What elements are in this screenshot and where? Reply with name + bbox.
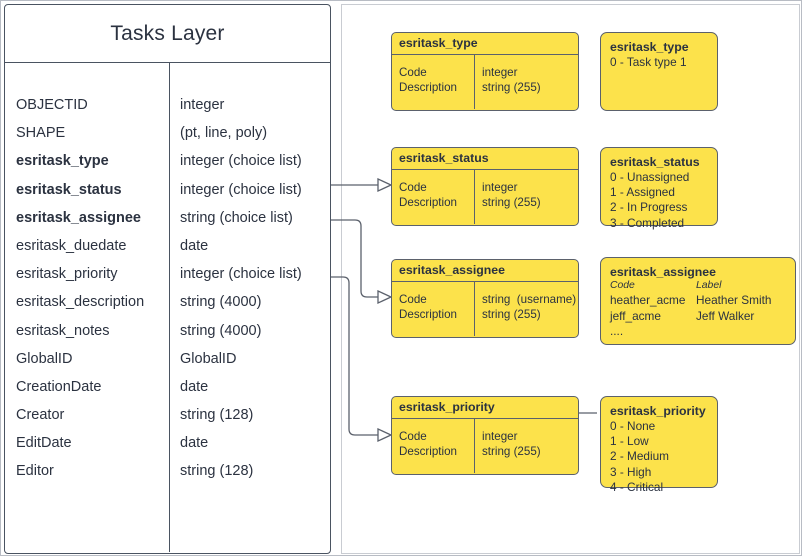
- field-name: Creator: [16, 407, 65, 424]
- field-row-editdate[interactable]: EditDate date: [5, 435, 330, 463]
- domain-field-names: Code Description: [399, 430, 457, 459]
- domain-box-title: esritask_priority: [392, 397, 578, 419]
- value-list-ellipsis: ....: [610, 324, 624, 339]
- field-row-editor[interactable]: Editor string (128): [5, 463, 330, 491]
- field-row-esritask-assignee[interactable]: esritask_assignee string (choice list): [5, 210, 330, 238]
- field-type: GlobalID: [180, 350, 237, 367]
- value-list-item: 0 - None: [610, 419, 656, 433]
- value-list-title: esritask_assignee: [610, 265, 716, 279]
- value-list-item: 1 - Assigned: [610, 185, 675, 200]
- field-type: integer (choice list): [180, 266, 302, 283]
- domain-column-divider: [474, 170, 475, 224]
- header-code: Code: [610, 280, 635, 291]
- value-list-item: 1 - Low: [610, 434, 649, 449]
- domain-box-priority[interactable]: esritask_priority Code Description integ…: [391, 396, 579, 475]
- field-name: esritask_notes: [16, 322, 110, 339]
- value-list-item: 2 - Medium: [610, 449, 670, 464]
- field-name: Editor: [16, 463, 54, 480]
- value-list-title: esritask_status: [610, 155, 700, 169]
- value-label: Heather Smith: [696, 293, 772, 307]
- domain-column-divider: [474, 419, 475, 473]
- field-type: string (128): [180, 463, 254, 480]
- domain-field-names: Code Description: [399, 181, 457, 210]
- value-list-title: esritask_priority: [610, 404, 706, 418]
- domain-field-names: Code Description: [399, 293, 457, 322]
- field-name: esritask_duedate: [16, 237, 127, 254]
- field-name: esritask_status: [16, 181, 122, 198]
- domain-box-body: Code Description string (username) strin…: [392, 282, 578, 336]
- value-list-item: 3 - Completed: [610, 215, 685, 230]
- field-type: date: [180, 378, 209, 395]
- value-list-status[interactable]: esritask_status 0 - Unassigned 1 - Assig…: [600, 147, 718, 230]
- value-label: Jeff Walker: [696, 308, 755, 323]
- domain-box-assignee[interactable]: esritask_assignee Code Description strin…: [391, 259, 579, 338]
- field-type: integer (choice list): [180, 153, 302, 170]
- field-type: string (4000): [180, 322, 262, 339]
- domain-box-body: Code Description integer string (255): [392, 55, 578, 109]
- header-label: Label: [696, 280, 722, 291]
- value-list-priority[interactable]: esritask_priority 0 - None 1 - Low 2 - M…: [600, 396, 718, 494]
- field-row-esritask-type[interactable]: esritask_type integer (choice list): [5, 153, 330, 181]
- value-list-item: 0 - Unassigned: [610, 170, 690, 184]
- field-row-esritask-duedate[interactable]: esritask_duedate date: [5, 238, 330, 266]
- domain-column-divider: [474, 55, 475, 109]
- domain-box-title: esritask_type: [392, 33, 578, 55]
- value-list-assignee[interactable]: esritask_assignee Code Label heather_acm…: [600, 257, 796, 345]
- field-type: integer: [180, 97, 225, 113]
- field-name: OBJECTID: [16, 97, 88, 113]
- value-list-item: 4 - Critical: [610, 479, 664, 494]
- domain-field-types: string (username) string (255): [482, 293, 577, 322]
- field-name: esritask_description: [16, 294, 145, 311]
- field-type: date: [180, 435, 209, 452]
- domain-box-title: esritask_status: [392, 148, 578, 170]
- page-title: Tasks Layer: [5, 5, 330, 63]
- field-type: integer (choice list): [180, 181, 302, 198]
- field-type: string (choice list): [180, 209, 293, 226]
- field-row-esritask-status[interactable]: esritask_status integer (choice list): [5, 182, 330, 210]
- field-name: SHAPE: [16, 125, 66, 142]
- tasks-layer-entity[interactable]: Tasks Layer OBJECTID integer SHAPE (pt, …: [4, 4, 331, 554]
- field-type: date: [180, 237, 209, 254]
- column-divider: [169, 63, 170, 552]
- field-name: GlobalID: [16, 350, 73, 367]
- field-name: esritask_type: [16, 153, 109, 170]
- field-name: esritask_priority: [16, 266, 118, 283]
- value-list-title: esritask_type: [610, 40, 689, 54]
- domain-field-types: integer string (255): [482, 430, 541, 459]
- field-rows: OBJECTID integer SHAPE (pt, line, poly) …: [5, 97, 330, 492]
- field-row-esritask-notes[interactable]: esritask_notes string (4000): [5, 323, 330, 351]
- field-row-objectid[interactable]: OBJECTID integer: [5, 97, 330, 125]
- field-row-creationdate[interactable]: CreationDate date: [5, 379, 330, 407]
- field-name: esritask_assignee: [16, 209, 141, 226]
- value-list-row: jeff_acme Jeff Walker: [610, 309, 786, 325]
- field-row-esritask-priority[interactable]: esritask_priority integer (choice list): [5, 266, 330, 294]
- value-list-item: 3 - High: [610, 464, 652, 479]
- value-list-type[interactable]: esritask_type 0 - Task type 1: [600, 32, 718, 111]
- field-name: CreationDate: [16, 378, 102, 395]
- domain-box-body: Code Description integer string (255): [392, 419, 578, 473]
- value-list-row: heather_acme Heather Smith: [610, 293, 786, 309]
- domain-box-status[interactable]: esritask_status Code Description integer…: [391, 147, 579, 226]
- field-row-esritask-description[interactable]: esritask_description string (4000): [5, 294, 330, 322]
- field-row-globalid[interactable]: GlobalID GlobalID: [5, 351, 330, 379]
- field-type: string (4000): [180, 294, 262, 311]
- domain-field-names: Code Description: [399, 66, 457, 95]
- value-code: heather_acme: [610, 293, 686, 307]
- field-name: EditDate: [16, 435, 72, 452]
- domain-field-types: integer string (255): [482, 66, 541, 95]
- domain-box-type[interactable]: esritask_type Code Description integer s…: [391, 32, 579, 111]
- value-list-item: 2 - In Progress: [610, 200, 688, 215]
- domain-field-types: integer string (255): [482, 181, 541, 210]
- domain-column-divider: [474, 282, 475, 336]
- value-code: jeff_acme: [610, 308, 661, 323]
- field-type: string (128): [180, 407, 254, 424]
- field-type: (pt, line, poly): [180, 125, 268, 142]
- field-row-shape[interactable]: SHAPE (pt, line, poly): [5, 125, 330, 153]
- value-list-item: 0 - Task type 1: [610, 55, 687, 69]
- value-list-header: Code Label: [610, 280, 786, 293]
- domain-box-body: Code Description integer string (255): [392, 170, 578, 224]
- field-row-creator[interactable]: Creator string (128): [5, 407, 330, 435]
- entity-field-list: OBJECTID integer SHAPE (pt, line, poly) …: [5, 63, 330, 552]
- domain-box-title: esritask_assignee: [392, 260, 578, 282]
